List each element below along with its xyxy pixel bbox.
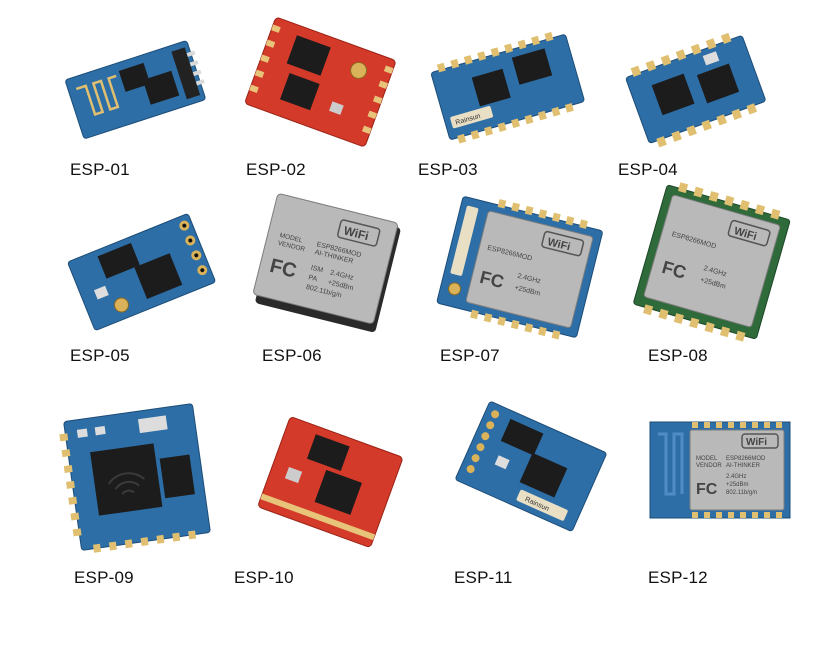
u-fl-connector-icon bbox=[113, 297, 129, 313]
esp-09-board-image bbox=[59, 403, 211, 553]
module-label: ESP-03 bbox=[418, 160, 478, 179]
flash-chip bbox=[97, 242, 140, 279]
esp-12-board-image: WiFi MODEL VENDOR ESP8266MOD AI-THINKER … bbox=[649, 421, 791, 519]
flash-chip bbox=[118, 62, 151, 92]
module-label: ESP-04 bbox=[618, 160, 678, 179]
svg-text:ESP8266MOD: ESP8266MOD bbox=[726, 456, 766, 462]
svg-text:802.11b/g/n: 802.11b/g/n bbox=[726, 490, 757, 496]
ceramic-antenna-icon bbox=[516, 489, 568, 521]
u-fl-connector-icon bbox=[448, 282, 462, 296]
module-label: ESP-10 bbox=[234, 568, 294, 587]
module-label: ESP-11 bbox=[454, 568, 513, 587]
module-label: ESP-08 bbox=[648, 346, 708, 365]
esp-06-board-image: WiFi MODEL VENDOR ESP8266MOD AI-THINKER … bbox=[253, 193, 401, 333]
flash-chip bbox=[280, 72, 320, 111]
esp-04-board-image bbox=[625, 32, 766, 148]
esp8266-chip bbox=[142, 70, 180, 105]
flash-chip bbox=[500, 418, 544, 456]
svg-text:ISM: ISM bbox=[310, 265, 324, 275]
module-esp-03: Rainsun bbox=[428, 30, 588, 145]
shield-can-icon bbox=[253, 193, 398, 324]
module-label: ESP-12 bbox=[648, 568, 708, 587]
esp-08-board-image: WiFi ESP8266MOD FC 2.4GHz +25dBm bbox=[633, 182, 791, 342]
svg-text:FC: FC bbox=[696, 481, 718, 498]
svg-text:WiFi: WiFi bbox=[342, 224, 370, 244]
shield-can-icon bbox=[643, 194, 781, 328]
flash-chip bbox=[159, 454, 195, 499]
esp-10-board-image bbox=[258, 417, 403, 548]
svg-text:2.4GHz: 2.4GHz bbox=[726, 474, 746, 480]
module-esp-05 bbox=[64, 210, 224, 331]
module-esp-08: WiFi ESP8266MOD FC 2.4GHz +25dBm bbox=[633, 182, 791, 342]
smd-chip-icon bbox=[314, 469, 362, 515]
esp8266-chip bbox=[286, 35, 331, 76]
esp8266-chip bbox=[651, 73, 695, 116]
esp8266-chip bbox=[519, 452, 568, 498]
pcb-antenna-trace bbox=[75, 74, 120, 116]
u-fl-connector-icon bbox=[350, 61, 368, 79]
svg-text:PA: PA bbox=[308, 274, 319, 283]
flash-chip bbox=[306, 434, 350, 471]
castellated-pads-icon bbox=[630, 32, 758, 148]
esp-05-board-image bbox=[67, 213, 216, 331]
module-label: ESP-07 bbox=[440, 346, 500, 365]
esp8266-chip bbox=[471, 68, 511, 107]
esp-02-board-image bbox=[245, 17, 396, 147]
header-pins bbox=[171, 47, 201, 100]
svg-text:MODEL: MODEL bbox=[696, 456, 718, 462]
flash-chip bbox=[511, 48, 553, 85]
pcb-antenna-trace bbox=[658, 432, 684, 496]
shield-can-icon bbox=[689, 429, 785, 511]
module-esp-07: WiFi ESP8266MOD FC 2.4GHz +25dBm bbox=[436, 196, 603, 340]
esp-03-board-image: Rainsun bbox=[430, 31, 585, 144]
module-esp-12: WiFi MODEL VENDOR ESP8266MOD AI-THINKER … bbox=[649, 421, 791, 522]
module-esp-09 bbox=[59, 402, 212, 553]
ceramic-antenna-icon bbox=[450, 205, 479, 276]
esp-11-board-image: Rainsun bbox=[455, 401, 607, 532]
module-label: ESP-05 bbox=[70, 346, 130, 365]
module-esp-01 bbox=[62, 30, 212, 140]
svg-text:AI-THINKER: AI-THINKER bbox=[726, 463, 761, 469]
esp-01-board-image bbox=[65, 40, 206, 139]
module-esp-02 bbox=[240, 17, 400, 148]
crystal bbox=[137, 415, 168, 434]
svg-text:VENDOR: VENDOR bbox=[696, 463, 722, 469]
module-esp-06: WiFi MODEL VENDOR ESP8266MOD AI-THINKER … bbox=[246, 193, 406, 335]
esp-07-board-image: WiFi ESP8266MOD FC 2.4GHz +25dBm bbox=[436, 196, 603, 340]
module-esp-11: Rainsun bbox=[452, 401, 612, 534]
module-esp-04 bbox=[622, 32, 772, 148]
svg-text:WiFi: WiFi bbox=[546, 236, 571, 253]
module-esp-10 bbox=[250, 417, 410, 548]
module-label: ESP-06 bbox=[262, 346, 322, 365]
module-label: ESP-02 bbox=[246, 160, 306, 179]
ceramic-antenna-icon bbox=[450, 106, 493, 129]
svg-text:+25dBm: +25dBm bbox=[726, 482, 749, 488]
module-label: ESP-09 bbox=[74, 568, 134, 587]
module-label: ESP-01 bbox=[70, 160, 130, 179]
shield-can-icon bbox=[465, 210, 594, 328]
wifi-icon bbox=[107, 472, 145, 495]
svg-text:WiFi: WiFi bbox=[746, 437, 767, 448]
square-chip-icon bbox=[90, 443, 163, 516]
flash-chip bbox=[696, 63, 740, 104]
esp8266-chip bbox=[134, 253, 183, 299]
